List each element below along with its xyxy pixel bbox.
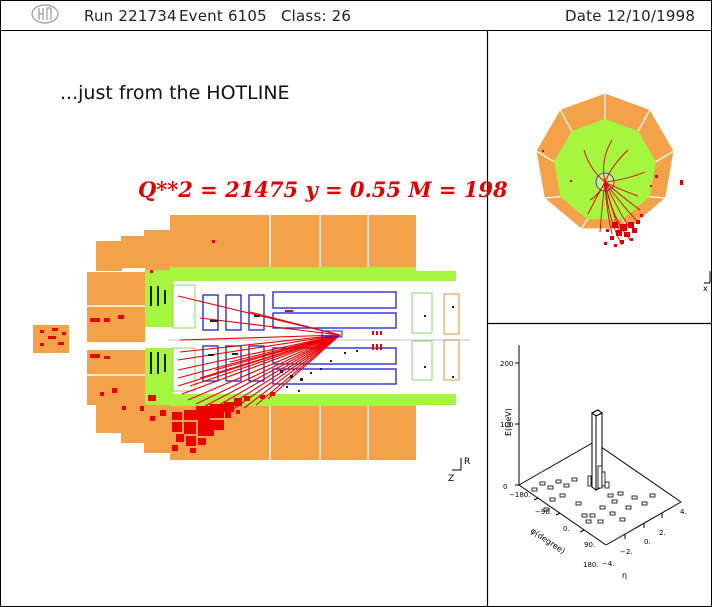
eta-tick-2: −2.: [620, 548, 633, 556]
eta-tick-5: 4.: [680, 508, 687, 516]
run-number: Run 221734: [84, 7, 177, 25]
eta-tick-3: 0.: [644, 538, 651, 546]
phi-tick-4: 90.: [584, 541, 595, 549]
z-tick-200: 200: [500, 360, 513, 368]
z-tick-0: 0: [503, 483, 507, 491]
em-ring: [554, 119, 656, 220]
lego-towers: [531, 477, 656, 524]
radial-energy-deposits: [542, 150, 683, 247]
xy-axis-icon: [704, 271, 711, 284]
page-title: ...just from the HOTLINE: [60, 82, 290, 104]
z-axis-label: E(GeV): [504, 408, 513, 436]
eta-axis-label: η: [622, 571, 627, 580]
phi-axis-label: φ(degree): [529, 526, 567, 556]
rz-axis-icon: [452, 458, 462, 471]
phi-tick-2: −90.: [535, 508, 552, 516]
lego-base: [518, 441, 682, 546]
kinematics-label: Q**2 = 21475 y = 0.55 M = 198: [138, 177, 508, 202]
eta-tick-4: 2.: [659, 529, 666, 537]
event-number: Event 6105: [179, 7, 267, 25]
axis-z-label: Z: [448, 474, 454, 484]
energy-deposits: [40, 240, 382, 453]
event-class: Class: 26: [281, 7, 352, 25]
h1-logo-icon: [31, 4, 59, 24]
event-date: Date 12/10/1998: [565, 7, 696, 25]
hadronic-calorimeter: [33, 215, 416, 460]
phi-tick-1: −180.: [509, 491, 530, 499]
z-tick-100: 100: [500, 421, 513, 429]
phi-tick-5: 180.: [583, 561, 599, 569]
radial-tracks: [583, 139, 646, 246]
axis-r-label: R: [464, 457, 470, 467]
eta-tick-1: −4.: [602, 560, 615, 568]
phi-tick-3: 0.: [563, 525, 570, 533]
axis-x-label: x: [703, 284, 708, 293]
rz-side-view: R Z: [33, 215, 470, 484]
xy-radial-view: x: [535, 92, 711, 293]
lego-plot: 0 100 200 E(GeV): [500, 345, 687, 580]
